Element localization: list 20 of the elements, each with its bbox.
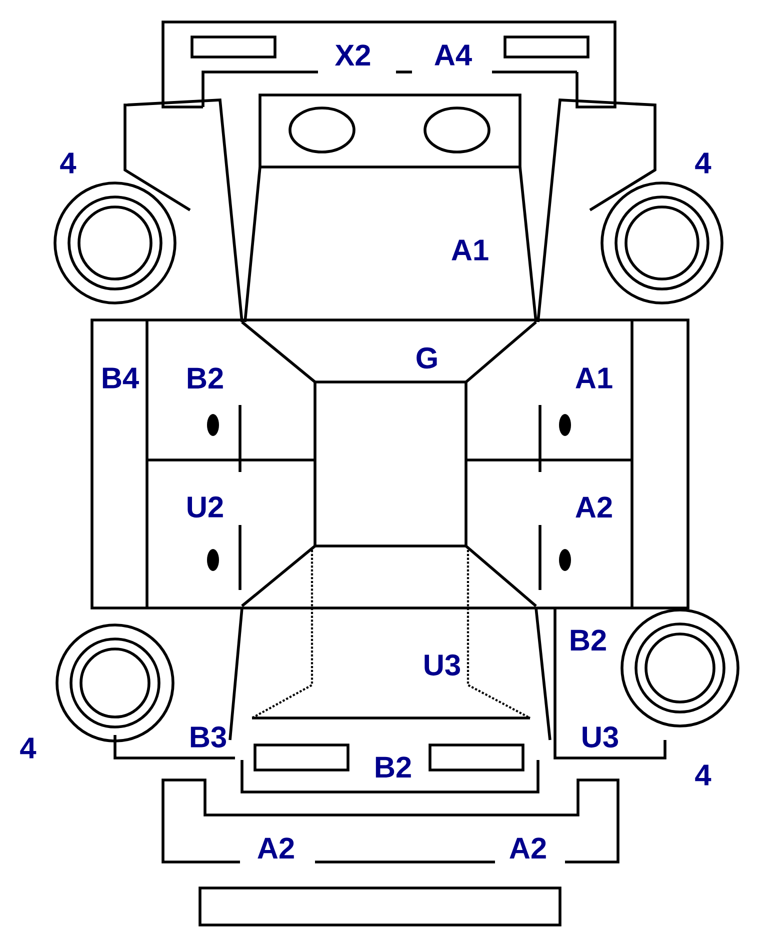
damage-code: B2 [188, 368, 223, 388]
damage-code: A1 [576, 368, 612, 388]
damage-code: U3 [582, 726, 618, 748]
damage-code: B3 [190, 726, 226, 748]
damage-code: X2 [335, 44, 370, 66]
damage-code: B4 [102, 368, 139, 388]
damage-code: A2 [510, 838, 546, 858]
damage-code: G [416, 347, 437, 369]
damage-code: 4 [695, 764, 712, 786]
damage-code: 4 [20, 738, 36, 758]
damage-code: 4 [695, 152, 712, 174]
damage-code: A2 [258, 838, 294, 858]
damage-code: B2 [376, 756, 411, 778]
damage-code: U3 [424, 654, 460, 676]
damage-code: 4 [60, 152, 76, 174]
damage-code: A4 [434, 44, 472, 66]
damage-code: A2 [576, 496, 612, 518]
damage-code: A1 [452, 240, 488, 260]
damage-code: B2 [570, 630, 606, 650]
damage-code: U2 [188, 496, 223, 518]
